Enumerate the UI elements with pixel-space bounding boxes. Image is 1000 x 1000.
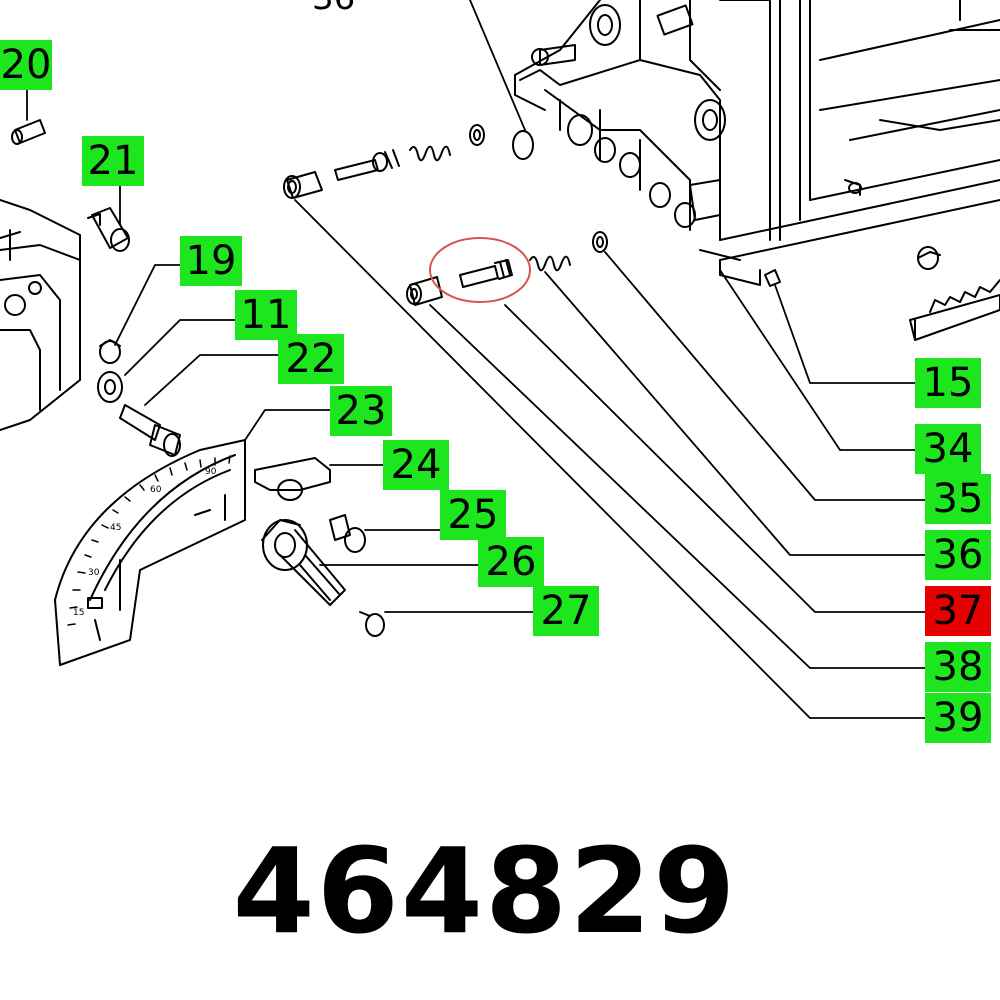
part-19-bushing bbox=[99, 339, 121, 364]
callout-21[interactable]: 21 bbox=[82, 136, 144, 186]
middle-assembly bbox=[406, 231, 608, 306]
callout-39[interactable]: 39 bbox=[925, 693, 991, 743]
part-21-sleeve bbox=[87, 207, 130, 252]
part-25-screw bbox=[329, 514, 366, 553]
callout-19[interactable]: 19 bbox=[180, 236, 242, 286]
callout-24[interactable]: 24 bbox=[383, 440, 449, 490]
svg-text:15: 15 bbox=[73, 608, 84, 618]
callout-25[interactable]: 25 bbox=[440, 490, 506, 540]
part-24-clamp-plate bbox=[254, 457, 331, 501]
callout-15[interactable]: 15 bbox=[915, 358, 981, 408]
callout-27[interactable]: 27 bbox=[533, 586, 599, 636]
callout-11[interactable]: 11 bbox=[235, 290, 297, 340]
callout-36[interactable]: 36 bbox=[925, 530, 991, 580]
callout-20[interactable]: 20 bbox=[0, 40, 52, 90]
part-number: 464829 bbox=[232, 822, 738, 960]
svg-text:60: 60 bbox=[150, 485, 162, 495]
leader-lines bbox=[26, 0, 926, 719]
left-housing bbox=[0, 199, 81, 431]
svg-text:30: 30 bbox=[88, 568, 100, 578]
callout-37[interactable]: 37 bbox=[925, 586, 991, 636]
upper-assembly bbox=[283, 124, 534, 199]
part-26-locking-lever bbox=[261, 519, 346, 606]
part-27-rivet bbox=[359, 611, 385, 637]
part-11-washer bbox=[97, 371, 123, 403]
svg-text:45: 45 bbox=[110, 523, 121, 533]
highlight-marker-circle bbox=[429, 237, 531, 303]
main-housing bbox=[514, 0, 1000, 286]
callout-22[interactable]: 22 bbox=[278, 334, 344, 384]
toothed-rack bbox=[909, 279, 1000, 341]
dowel-pin-15 bbox=[764, 246, 941, 287]
part-20-set-screw bbox=[11, 119, 46, 145]
callout-34[interactable]: 34 bbox=[915, 424, 981, 474]
part-23-protractor-scale: 90 60 45 30 15 bbox=[54, 439, 246, 666]
svg-text:90: 90 bbox=[205, 467, 217, 477]
part-22-screw bbox=[119, 404, 181, 457]
partial-label-top: 36 bbox=[312, 0, 355, 18]
callout-26[interactable]: 26 bbox=[478, 537, 544, 587]
callout-35[interactable]: 35 bbox=[925, 474, 991, 524]
callout-38[interactable]: 38 bbox=[925, 642, 991, 692]
callout-23[interactable]: 23 bbox=[330, 386, 392, 436]
